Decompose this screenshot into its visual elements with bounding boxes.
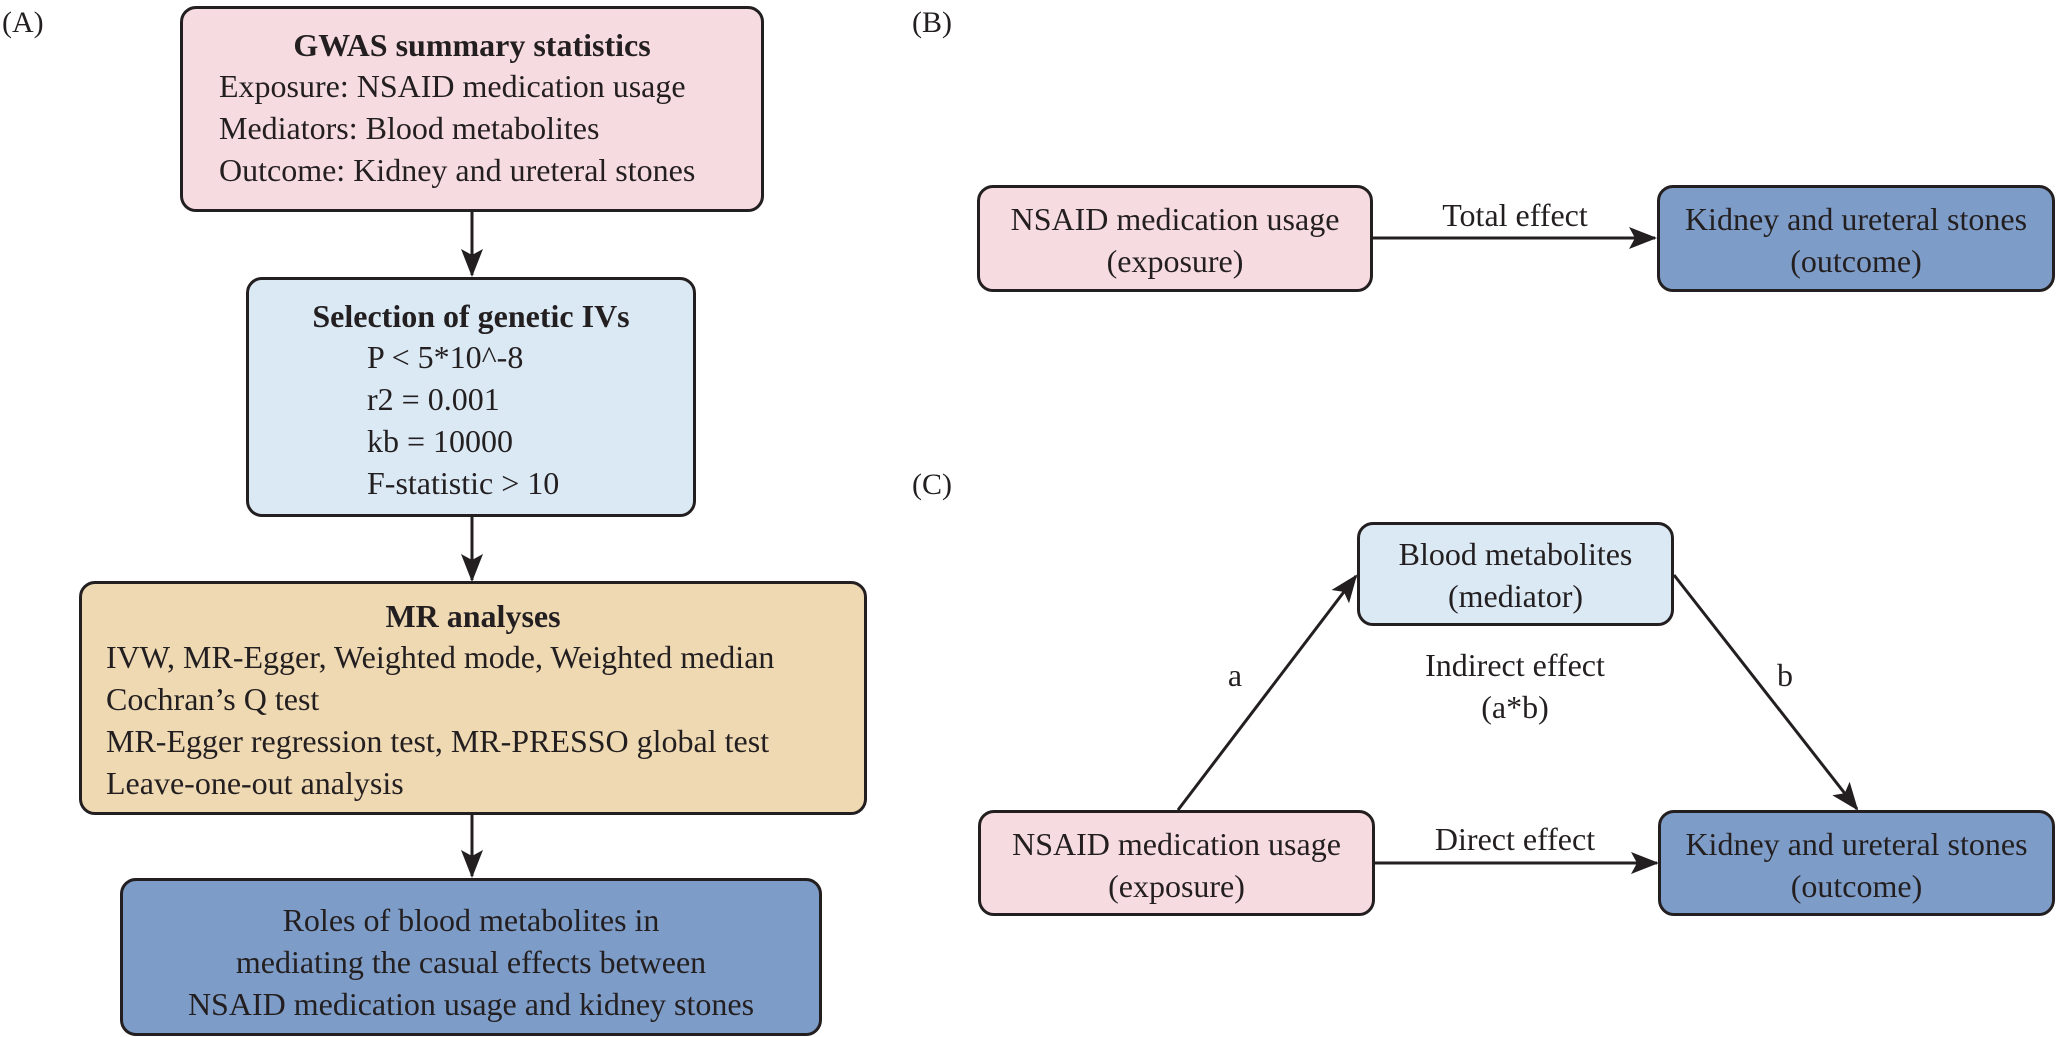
b-exposure-box: NSAID medication usage (exposure) bbox=[977, 185, 1373, 292]
b-outcome-box: Kidney and ureteral stones (outcome) bbox=[1657, 185, 2055, 292]
gwas-line-outcome: Outcome: Kidney and ureteral stones bbox=[219, 152, 696, 188]
c-outcome-box: Kidney and ureteral stones (outcome) bbox=[1658, 810, 2055, 916]
mr-line-egger-presso: MR-Egger regression test, MR-PRESSO glob… bbox=[106, 723, 770, 759]
panel-c-label: (C) bbox=[912, 468, 952, 501]
b-outcome-name: Kidney and ureteral stones bbox=[1684, 201, 2028, 237]
c-exposure-box: NSAID medication usage (exposure) bbox=[978, 810, 1375, 916]
gwas-line-exposure: Exposure: NSAID medication usage bbox=[219, 68, 686, 104]
b-exposure-role: (exposure) bbox=[1106, 243, 1244, 279]
c-mediator-role: (mediator) bbox=[1447, 578, 1584, 614]
c-mediator-box: Blood metabolites (mediator) bbox=[1357, 522, 1674, 626]
selection-title: Selection of genetic IVs bbox=[312, 298, 630, 334]
panel-a-label: (A) bbox=[2, 6, 44, 39]
direct-effect-label: Direct effect bbox=[1434, 821, 1596, 857]
mr-line-leave-one-out: Leave-one-out analysis bbox=[106, 765, 404, 801]
mr-line-cochran: Cochran’s Q test bbox=[106, 681, 320, 717]
gwas-box: GWAS summary statistics Exposure: NSAID … bbox=[180, 6, 764, 212]
indirect-effect-formula: (a*b) bbox=[1481, 689, 1549, 725]
selection-box: Selection of genetic IVs P < 5*10^-8 r2 … bbox=[246, 277, 696, 517]
selection-line-p: P < 5*10^-8 bbox=[367, 339, 524, 375]
b-outcome-role: (outcome) bbox=[1790, 243, 1922, 279]
mr-line-methods: IVW, MR-Egger, Weighted mode, Weighted m… bbox=[106, 639, 775, 675]
a-label: a bbox=[1227, 657, 1243, 693]
selection-line-f: F-statistic > 10 bbox=[367, 465, 560, 501]
c-outcome-role: (outcome) bbox=[1790, 868, 1923, 904]
c-outcome-name: Kidney and ureteral stones bbox=[1685, 826, 2028, 862]
selection-line-r2: r2 = 0.001 bbox=[367, 381, 500, 417]
selection-line-kb: kb = 10000 bbox=[367, 423, 514, 459]
arrow-b bbox=[1672, 574, 1859, 811]
gwas-title: GWAS summary statistics bbox=[293, 27, 651, 63]
total-effect-label: Total effect bbox=[1442, 197, 1588, 233]
arrow-a bbox=[1176, 574, 1358, 811]
roles-line-3: NSAID medication usage and kidney stones bbox=[187, 986, 755, 1022]
roles-box: Roles of blood metabolites in mediating … bbox=[120, 878, 822, 1036]
mr-box: MR analyses IVW, MR-Egger, Weighted mode… bbox=[79, 581, 867, 815]
roles-line-1: Roles of blood metabolites in bbox=[282, 902, 660, 938]
c-exposure-role: (exposure) bbox=[1108, 868, 1245, 904]
panel-b-label: (B) bbox=[912, 6, 952, 39]
c-exposure-name: NSAID medication usage bbox=[1012, 826, 1341, 862]
indirect-effect-label: Indirect effect bbox=[1425, 647, 1605, 683]
b-exposure-name: NSAID medication usage bbox=[1010, 201, 1340, 237]
mr-title: MR analyses bbox=[385, 598, 561, 634]
gwas-line-mediators: Mediators: Blood metabolites bbox=[219, 110, 600, 146]
b-label: b bbox=[1777, 657, 1793, 693]
roles-line-2: mediating the casual effects between bbox=[235, 944, 707, 980]
c-mediator-name: Blood metabolites bbox=[1398, 536, 1633, 572]
